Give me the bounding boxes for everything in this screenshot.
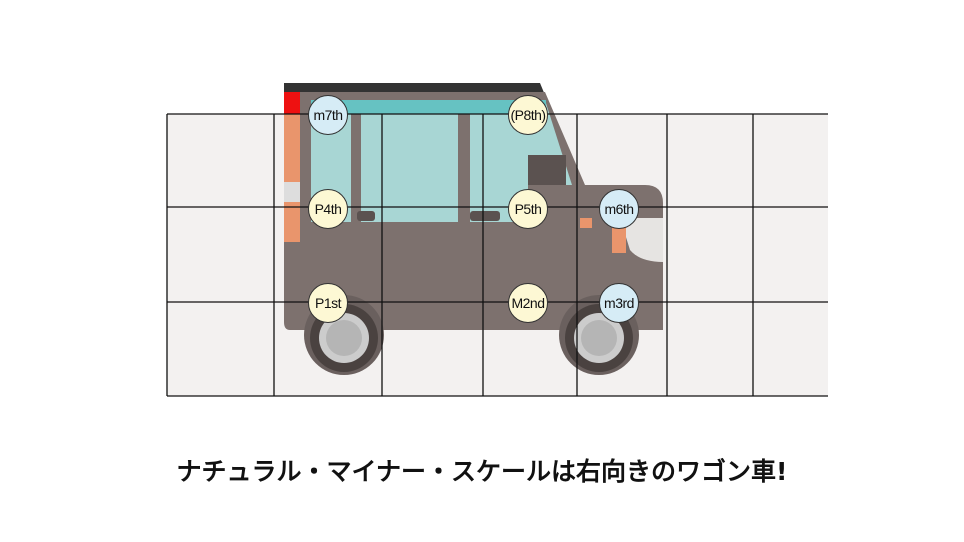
tail-light-lower [284, 202, 300, 242]
tail-light-orange [284, 114, 300, 182]
note-m2nd: M2nd [508, 283, 548, 323]
note-p4th: P4th [308, 189, 348, 229]
headlight [620, 218, 663, 262]
note-m3rd: m3rd [599, 283, 639, 323]
tail-reflector [284, 182, 300, 202]
note-m6th: m6th [599, 189, 639, 229]
note-p1st: P1st [308, 283, 348, 323]
window-top-tint [311, 100, 546, 114]
middle-window [361, 100, 458, 222]
tail-light-red [284, 92, 300, 114]
note-p8th: (P8th) [508, 95, 548, 135]
side-mirror [528, 155, 566, 185]
note-p5th: P5th [508, 189, 548, 229]
note-m7th: m7th [308, 95, 348, 135]
front-door-handle [470, 211, 500, 221]
caption: ナチュラル・マイナー・スケールは右向きのワゴン車! [176, 457, 788, 486]
headlight-amber [612, 225, 626, 253]
grid-lines [166, 113, 828, 397]
turn-signal [580, 218, 592, 228]
rear-door-handle [357, 211, 375, 221]
rear-wheel [304, 295, 384, 375]
